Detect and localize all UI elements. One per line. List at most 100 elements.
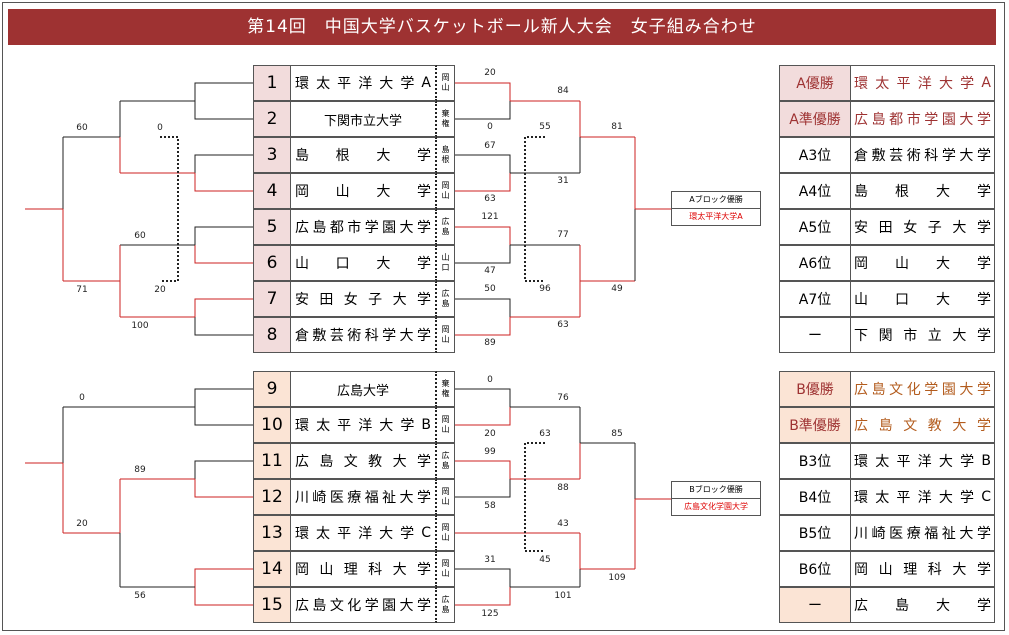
score-label: 31 bbox=[484, 555, 495, 565]
bracket-line bbox=[194, 317, 253, 336]
bracket-line bbox=[194, 101, 253, 120]
ranking-name: 倉敷芸術科学大学 bbox=[851, 137, 995, 173]
score-label: 20 bbox=[484, 68, 496, 78]
ranking-label: B優勝 bbox=[779, 371, 851, 407]
team-seed: 12 bbox=[253, 479, 291, 515]
ranking-name: 広島文化学園大学 bbox=[851, 371, 995, 407]
score-label: 47 bbox=[484, 266, 495, 276]
score-label: 63 bbox=[557, 320, 568, 330]
score-label: 63 bbox=[484, 194, 495, 204]
ranking-label: A準優勝 bbox=[779, 101, 851, 137]
score-label: 0 bbox=[157, 123, 163, 133]
bracket-line bbox=[579, 245, 635, 282]
ranking-row: A準優勝広島都市学園大学 bbox=[779, 101, 995, 137]
team-prefecture: 広島 bbox=[437, 587, 455, 623]
bracket-line bbox=[455, 298, 511, 317]
team-prefecture: 広島 bbox=[437, 209, 455, 245]
ranking-name: 広島大学 bbox=[851, 587, 995, 623]
score-label: 0 bbox=[487, 375, 493, 385]
score-label: 89 bbox=[484, 338, 496, 348]
team-seed: 11 bbox=[253, 443, 291, 479]
ranking-label: A7位 bbox=[779, 281, 851, 317]
team-seed: 8 bbox=[253, 317, 291, 353]
team-name: 倉敷芸術科学大学 bbox=[291, 317, 437, 353]
ranking-name: 安田女子大学 bbox=[851, 209, 995, 245]
team-prefecture: 棄権 bbox=[437, 101, 455, 137]
team-prefecture: 山口 bbox=[437, 245, 455, 281]
score-label: 55 bbox=[539, 122, 550, 132]
team-name: 広島文化学園大学 bbox=[291, 587, 437, 623]
bracket-line bbox=[194, 568, 253, 587]
ranking-name: 広島都市学園大学 bbox=[851, 101, 995, 137]
team-prefecture: 岡山 bbox=[437, 317, 455, 353]
bracket-line bbox=[194, 388, 253, 407]
bracket-line bbox=[455, 388, 511, 407]
ranking-label: ー bbox=[779, 587, 851, 623]
score-label: 60 bbox=[76, 123, 88, 133]
score-label: 31 bbox=[557, 176, 568, 186]
team-seed: 14 bbox=[253, 551, 291, 587]
score-label: 100 bbox=[131, 321, 148, 331]
ranking-row: A5位安田女子大学 bbox=[779, 209, 995, 245]
bracket-line bbox=[194, 173, 253, 192]
consolation-line bbox=[160, 136, 179, 282]
bracket-line bbox=[455, 587, 511, 606]
score-label: 89 bbox=[134, 465, 146, 475]
bracket-line bbox=[63, 101, 121, 138]
bracket-line bbox=[455, 173, 511, 192]
score-label: 96 bbox=[539, 284, 551, 294]
score-label: 63 bbox=[539, 429, 550, 439]
bracket-line bbox=[194, 298, 253, 317]
bracket-line bbox=[194, 479, 253, 498]
bracket-line bbox=[63, 479, 121, 534]
bracket-line bbox=[579, 101, 635, 138]
score-label: 67 bbox=[484, 141, 495, 151]
team-seed: 6 bbox=[253, 245, 291, 281]
ranking-label: A6位 bbox=[779, 245, 851, 281]
ranking-label: B準優勝 bbox=[779, 407, 851, 443]
team-name: 岡山大学 bbox=[291, 173, 437, 209]
team-name: 島根大学 bbox=[291, 137, 437, 173]
score-label: 0 bbox=[487, 122, 493, 132]
bracket-line bbox=[579, 407, 635, 444]
score-label: 125 bbox=[481, 609, 498, 619]
score-label: 20 bbox=[154, 285, 166, 295]
score-label: 71 bbox=[76, 285, 87, 295]
bracket-line bbox=[455, 226, 511, 245]
ranking-row: ー広島大学 bbox=[779, 587, 995, 623]
team-seed: 15 bbox=[253, 587, 291, 623]
ranking-row: A4位島根大学 bbox=[779, 173, 995, 209]
ranking-row: B6位岡山理科大学 bbox=[779, 551, 995, 587]
team-seed: 1 bbox=[253, 65, 291, 101]
score-label: 85 bbox=[611, 429, 622, 439]
consolation-line bbox=[524, 442, 545, 552]
ranking-row: ー下関市立大学 bbox=[779, 317, 995, 353]
team-prefecture: 広島 bbox=[437, 281, 455, 317]
team-name: 広島大学 bbox=[291, 371, 437, 407]
team-prefecture: 島根 bbox=[437, 137, 455, 173]
ranking-name: 下関市立大学 bbox=[851, 317, 995, 353]
team-prefecture: 岡山 bbox=[437, 173, 455, 209]
team-name: 広島文教大学 bbox=[291, 443, 437, 479]
bracket-line bbox=[455, 154, 511, 173]
team-name: 安田女子大学 bbox=[291, 281, 437, 317]
score-label: 58 bbox=[484, 501, 496, 511]
ranking-label: B4位 bbox=[779, 479, 851, 515]
bracket-line bbox=[194, 407, 253, 426]
bracket-line bbox=[455, 101, 511, 120]
bracket-line bbox=[194, 82, 253, 101]
team-name: 川崎医療福祉大学 bbox=[291, 479, 437, 515]
team-seed: 2 bbox=[253, 101, 291, 137]
ranking-row: A3位倉敷芸術科学大学 bbox=[779, 137, 995, 173]
team-prefecture: 棄権 bbox=[437, 371, 455, 407]
